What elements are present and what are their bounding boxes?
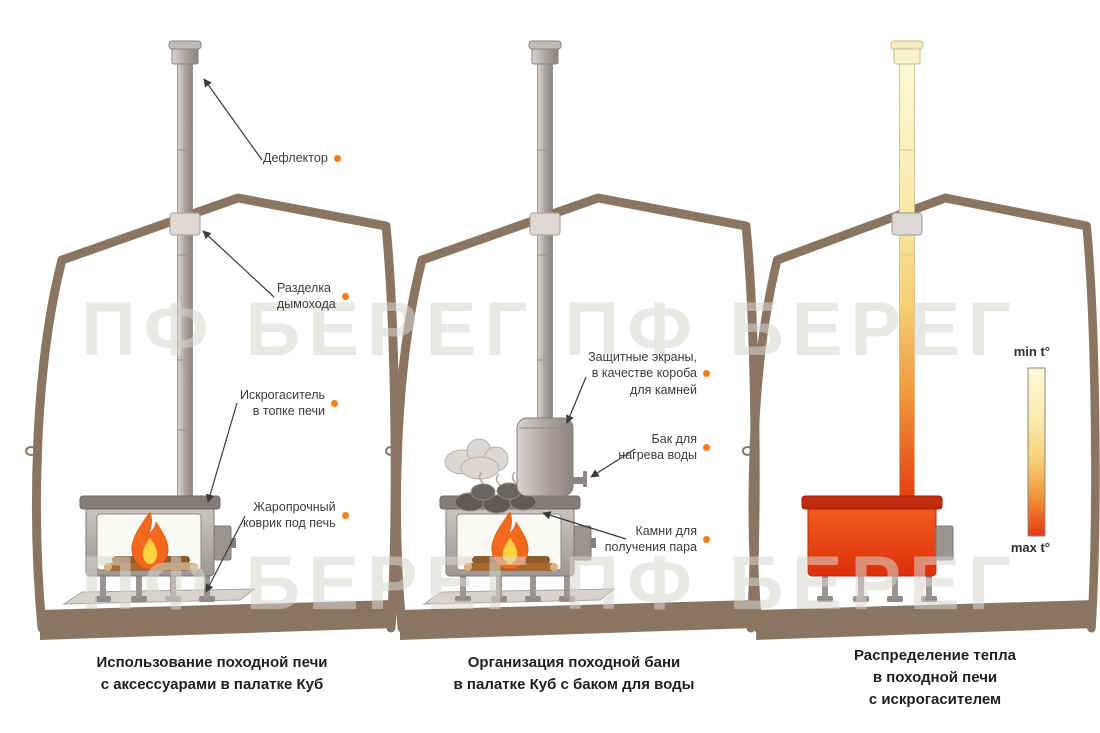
deflector-cap xyxy=(893,46,921,65)
label-text: Камни для получения пара xyxy=(604,524,697,555)
legend-max-label: max t° xyxy=(1010,540,1050,555)
heat-mat xyxy=(63,588,255,605)
caption-panel-2: Организация походной бани в палатке Куб … xyxy=(453,654,695,693)
leader-line-flashing xyxy=(202,230,275,298)
camp-stove xyxy=(79,495,237,603)
label-text: Искрогаситель в топке печи xyxy=(240,388,326,419)
legend-min-label: min t° xyxy=(1013,344,1050,359)
label-marker-dot xyxy=(331,399,339,407)
label-marker-dot xyxy=(341,511,349,519)
label-text: Жаропрочный коврик под печь xyxy=(243,500,336,531)
leader-line-spark-arrester xyxy=(206,402,238,503)
label-marker-dot xyxy=(703,443,710,451)
tank-tap xyxy=(573,477,585,484)
heat-chimney-pipe xyxy=(890,40,924,505)
leader-line-screens xyxy=(566,376,587,424)
label-steam-stones: Камни для получения пара xyxy=(605,523,710,556)
water-tank xyxy=(516,417,587,497)
label-marker-dot xyxy=(341,292,349,300)
panel-2-extras xyxy=(444,417,587,514)
label-water-tank: Бак для нагрева воды xyxy=(618,431,710,464)
leader-line-water-tank xyxy=(590,448,636,478)
steam-cloud-icon xyxy=(444,438,519,495)
label-chimney-flashing: Разделка дымохода xyxy=(277,280,349,313)
panel-1-tent-scene xyxy=(26,40,395,640)
caption-panel-3: Распределение тепла в походной печи с ис… xyxy=(853,647,1016,708)
label-marker-dot xyxy=(703,369,710,377)
caption-panel-1: Использование походной печи с аксессуара… xyxy=(96,654,328,693)
label-text: Бак для нагрева воды xyxy=(618,432,697,463)
label-text: Разделка дымохода xyxy=(277,281,336,312)
leader-lines xyxy=(202,78,636,593)
sauna-stones xyxy=(454,482,537,514)
temperature-gradient-bar xyxy=(1027,367,1046,537)
label-spark-arrester: Искрогаситель в топке печи xyxy=(240,387,339,420)
heat-mat xyxy=(423,588,615,605)
label-heat-mat: Жаропрочный коврик под печь xyxy=(243,499,349,532)
leader-line-deflector xyxy=(203,78,263,161)
leader-line-heat-mat xyxy=(205,515,246,593)
chimney-pipe xyxy=(168,40,202,505)
label-marker-dot xyxy=(703,535,710,543)
label-text: Защитные экраны, в качестве короба для к… xyxy=(588,350,697,397)
panel-3-heat-scene xyxy=(801,40,1046,602)
label-deflector: Дефлектор xyxy=(263,150,341,166)
hot-stove xyxy=(801,495,954,602)
leader-line-stones xyxy=(542,511,627,540)
camp-stove xyxy=(439,495,597,603)
chimney-flashing-collar xyxy=(891,212,923,236)
label-protective-screens: Защитные экраны, в качестве короба для к… xyxy=(588,349,710,398)
label-marker-dot xyxy=(333,154,341,162)
label-text: Дефлектор xyxy=(263,151,328,165)
